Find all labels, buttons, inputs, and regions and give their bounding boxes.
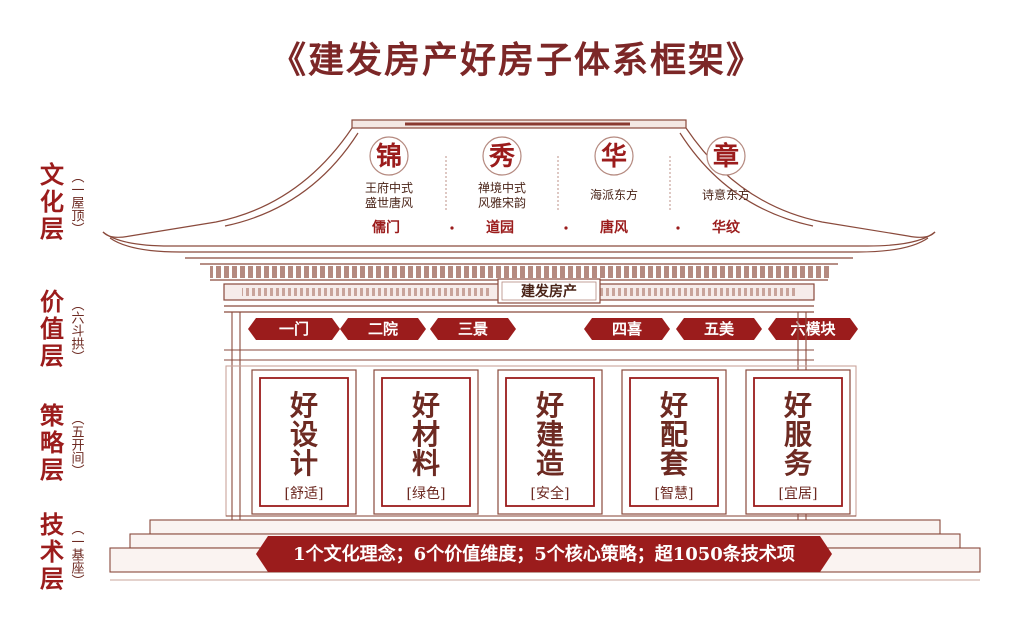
style-label: 儒门 — [372, 219, 400, 236]
page-title: 《建发房产好房子体系框架》 — [270, 39, 764, 81]
bay-tag: [舒适] — [285, 486, 324, 502]
bays: 好 设 计 [舒适] 好 材 料 [绿色] 好 建 造 [安全] 好 配 套 — [251, 369, 851, 515]
foundation-text: 1个文化理念；6个价值维度；5个核心策略；超1050条技术项 — [293, 543, 795, 565]
layer-name: 层 — [40, 214, 64, 243]
layer-note: （六斗拱） — [69, 298, 85, 363]
layer-note: （一基座） — [69, 522, 85, 587]
bay-char: 好 — [535, 389, 564, 422]
layer-value: 价 值 层 （六斗拱） — [40, 287, 84, 370]
bracket-label: 二院 — [368, 320, 398, 338]
bay-5: 好 服 务 [宜居] — [745, 369, 851, 515]
bay-char: 设 — [290, 418, 318, 451]
bay-char: 计 — [290, 447, 318, 480]
bay-char: 务 — [784, 447, 812, 480]
roof-char: 秀 — [488, 142, 515, 172]
style-label: 华纹 — [712, 219, 741, 236]
bay-char: 好 — [289, 389, 318, 422]
layer-strategy: 策 略 层 （五开间） — [40, 401, 84, 484]
layer-name: 层 — [40, 564, 64, 593]
roof-char: 华 — [601, 141, 627, 172]
layer-note: （一屋顶） — [69, 170, 85, 235]
bracket-4: 四喜 — [584, 318, 670, 340]
bracket-3: 三景 — [430, 318, 516, 340]
roof-char: 章 — [713, 141, 739, 172]
bracket-label: 五美 — [704, 320, 735, 338]
bay-char: 造 — [536, 447, 564, 480]
layer-name: 技 — [40, 510, 65, 539]
bracket-label: 四喜 — [612, 320, 642, 338]
layer-name: 价 — [40, 287, 65, 316]
bay-char: 料 — [412, 447, 440, 480]
bracket-6: 六模块 — [768, 318, 858, 340]
roof-item-zhang: 章 诗意东方 — [702, 136, 750, 202]
layer-name: 层 — [40, 341, 64, 370]
roof-desc: 诗意东方 — [702, 187, 750, 202]
roof-item-jin: 锦 王府中式 盛世唐风 — [365, 136, 413, 210]
bay-tag: [智慧] — [655, 486, 694, 502]
roof-desc: 海派东方 — [590, 187, 638, 202]
layer-technology: 技 术 层 （一基座） — [40, 510, 84, 593]
layer-name: 略 — [40, 428, 65, 457]
bay-char: 好 — [659, 389, 688, 422]
layer-name: 文 — [40, 160, 65, 189]
layer-labels: 文 化 层 （一屋顶） 价 值 层 （六斗拱） 策 略 层 （五开间） 技 术 … — [40, 160, 84, 593]
bay-2: 好 材 料 [绿色] — [373, 369, 479, 515]
brackets: 一门 二院 三景 四喜 五美 六模块 — [248, 318, 858, 340]
bracket-2: 二院 — [340, 318, 426, 340]
bay-tag: [宜居] — [779, 486, 818, 502]
bay-1: 好 设 计 [舒适] — [251, 369, 357, 515]
bay-3: 好 建 造 [安全] — [497, 369, 603, 515]
layer-name: 策 — [40, 401, 65, 430]
name-plaque: 建发房产 — [497, 278, 601, 304]
bay-char: 好 — [411, 389, 440, 422]
bay-tag: [绿色] — [407, 485, 446, 502]
layer-culture: 文 化 层 （一屋顶） — [40, 160, 84, 243]
bracket-1: 一门 — [248, 318, 340, 340]
bracket-5: 五美 — [676, 318, 762, 340]
bay-char: 服 — [784, 418, 813, 451]
style-label: 道园 — [486, 219, 514, 236]
roof-desc: 盛世唐风 — [365, 195, 413, 210]
roof-char: 锦 — [376, 141, 402, 172]
roof-item-xiu: 秀 禅境中式 风雅宋韵 — [478, 136, 526, 210]
layer-name: 值 — [40, 314, 64, 343]
foundation-banner: 1个文化理念；6个价值维度；5个核心策略；超1050条技术项 — [256, 536, 832, 572]
roof-item-hua: 华 海派东方 — [590, 136, 638, 202]
bracket-label: 三景 — [458, 320, 488, 338]
bracket-label: 六模块 — [790, 320, 836, 338]
bay-char: 套 — [660, 447, 689, 480]
bay-tag: [安全] — [531, 485, 570, 502]
bay-char: 建 — [536, 418, 564, 451]
bay-char: 材 — [412, 418, 440, 451]
roof-desc: 王府中式 — [365, 180, 413, 195]
layer-name: 术 — [40, 537, 64, 566]
layer-name: 层 — [40, 455, 64, 484]
roof-desc: 风雅宋韵 — [478, 195, 526, 210]
roof-styles: 儒门 道园 唐风 华纹 — [372, 219, 741, 236]
bay-char: 配 — [660, 418, 688, 451]
bay-4: 好 配 套 [智慧] — [621, 369, 727, 515]
layer-name: 化 — [40, 187, 64, 216]
style-label: 唐风 — [600, 219, 628, 236]
roof-items: 锦 王府中式 盛世唐风 秀 禅境中式 风雅宋韵 华 海派东方 章 诗意东方 儒门… — [365, 136, 750, 236]
layer-note: （五开间） — [69, 412, 85, 477]
roof-desc: 禅境中式 — [478, 180, 526, 195]
bay-char: 好 — [783, 389, 812, 422]
plaque-text: 建发房产 — [521, 283, 577, 300]
bracket-label: 一门 — [279, 320, 309, 338]
